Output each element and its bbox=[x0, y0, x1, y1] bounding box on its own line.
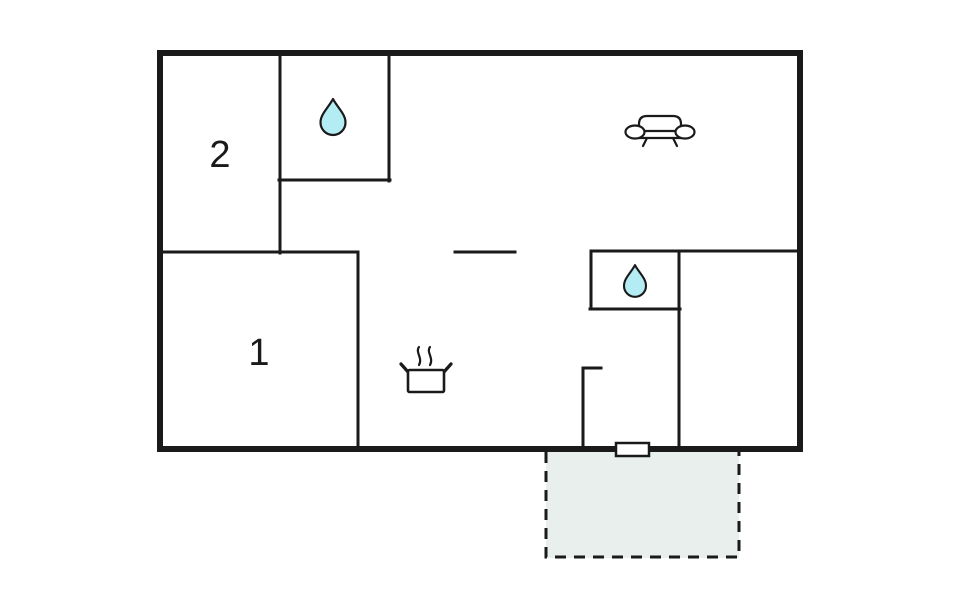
water-drop-icon bbox=[622, 264, 648, 298]
water-drop-shape bbox=[319, 97, 347, 137]
room-1-label: 1 bbox=[248, 332, 269, 374]
interior-walls bbox=[157, 51, 802, 452]
sofa-arm-left bbox=[624, 124, 646, 140]
pot-body bbox=[406, 368, 446, 394]
water-drop-shape bbox=[622, 264, 648, 298]
room-2-label: 2 bbox=[209, 134, 230, 176]
door-icon bbox=[614, 441, 651, 458]
sofa-body bbox=[637, 114, 683, 140]
terrace bbox=[544, 452, 741, 559]
cooking-pot-icon bbox=[399, 345, 453, 394]
steam-line-right bbox=[427, 345, 433, 367]
water-drop-icon bbox=[319, 97, 347, 137]
terrace-fill bbox=[546, 452, 739, 558]
sofa-icon bbox=[624, 114, 696, 148]
sofa-leg-right bbox=[671, 136, 679, 148]
steam-line-left bbox=[416, 345, 422, 367]
terrace-dashed-border bbox=[544, 452, 741, 559]
sofa-leg-left bbox=[641, 136, 649, 148]
sofa-arm-right bbox=[674, 124, 696, 140]
